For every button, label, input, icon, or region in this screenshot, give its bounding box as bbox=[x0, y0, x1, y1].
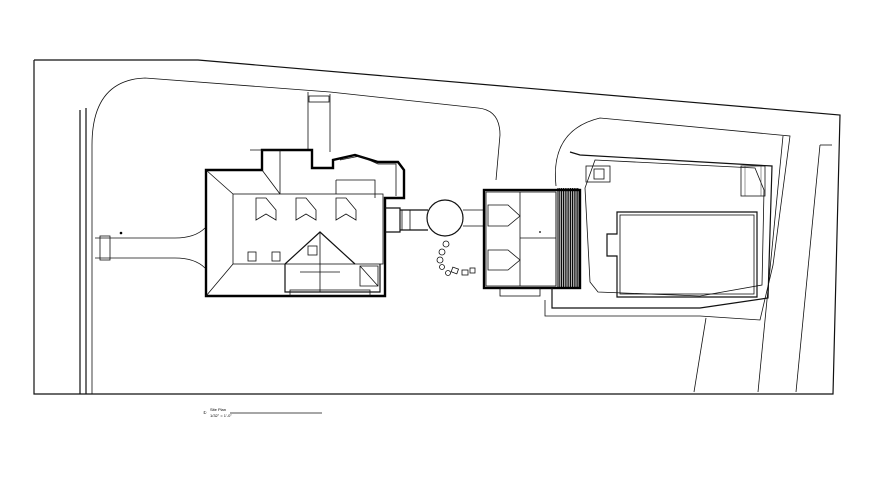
stepping-stones bbox=[436, 240, 476, 276]
driveway-outline bbox=[91, 77, 501, 394]
north-walk bbox=[307, 92, 331, 152]
connector-door bbox=[401, 209, 411, 231]
swimming-pool bbox=[606, 211, 758, 298]
entrance-drive bbox=[95, 227, 206, 269]
pergola-hatch bbox=[557, 188, 579, 288]
drawing-title-block: ① Site Plan 1/32" = 1'-0" bbox=[203, 407, 322, 418]
pavilion-circle bbox=[426, 199, 464, 237]
right-property-line-a bbox=[795, 144, 821, 393]
pool-deck-inner bbox=[584, 159, 765, 297]
title-marker: ① bbox=[203, 410, 207, 415]
property-boundary bbox=[33, 59, 841, 395]
right-fence bbox=[757, 135, 784, 393]
marker-dot bbox=[119, 231, 123, 235]
drawing-scale: 1/32" = 1'-0" bbox=[210, 413, 232, 418]
spa-outer bbox=[585, 165, 611, 183]
drawing-title: Site Plan bbox=[210, 407, 226, 412]
pavilion-link bbox=[463, 209, 484, 227]
spa-inner bbox=[593, 168, 605, 180]
right-property-line-b bbox=[693, 317, 707, 393]
entrance-gate bbox=[99, 235, 111, 261]
pool-fence bbox=[551, 151, 773, 309]
pool-deck-outline bbox=[544, 117, 791, 321]
house-bay bbox=[339, 155, 397, 196]
connector-corridor bbox=[385, 207, 428, 233]
north-walk-cap bbox=[308, 95, 330, 103]
pool-house bbox=[482, 188, 582, 297]
main-house-roof bbox=[205, 149, 384, 297]
main-house-outline bbox=[204, 148, 406, 298]
swimming-pool-coping bbox=[619, 214, 755, 295]
pool-equipment bbox=[740, 165, 766, 197]
